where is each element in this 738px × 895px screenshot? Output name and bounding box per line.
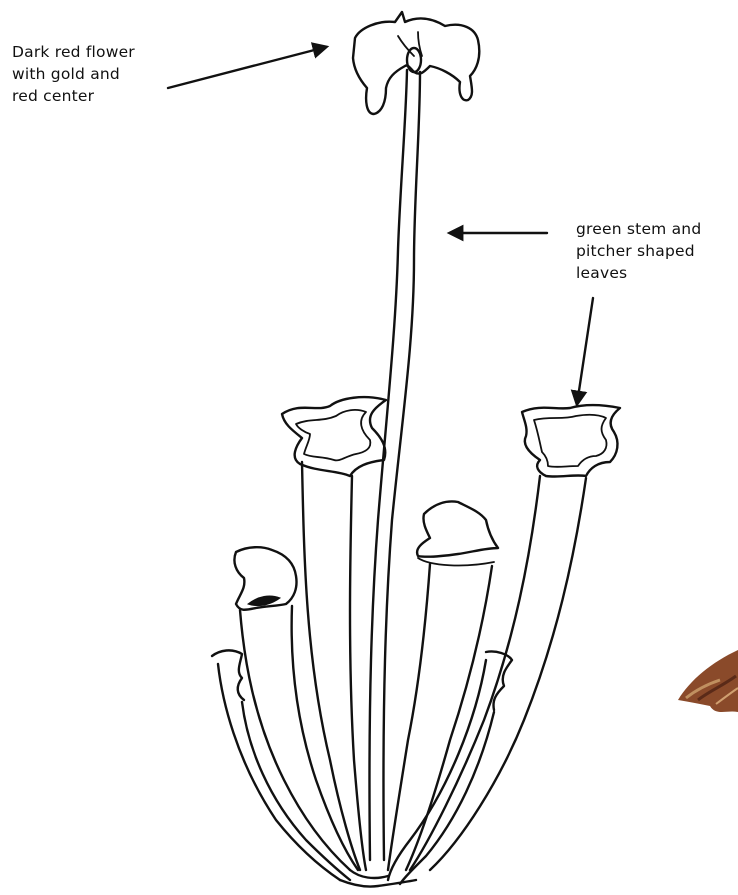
far-left-pitcher [212, 650, 350, 880]
corner-photo-fragment [678, 650, 738, 712]
annotation-arrows [168, 47, 593, 404]
left-small-pitcher [234, 547, 358, 870]
stem-leaves-annotation-label: green stem and pitcher shaped leaves [576, 218, 738, 284]
flower-stalk [369, 70, 420, 860]
leaf-arrow [577, 298, 593, 404]
flower-head [353, 12, 479, 114]
right-tall-pitcher [410, 405, 620, 870]
flower-annotation-label: Dark red flower with gold and red center [12, 41, 202, 107]
